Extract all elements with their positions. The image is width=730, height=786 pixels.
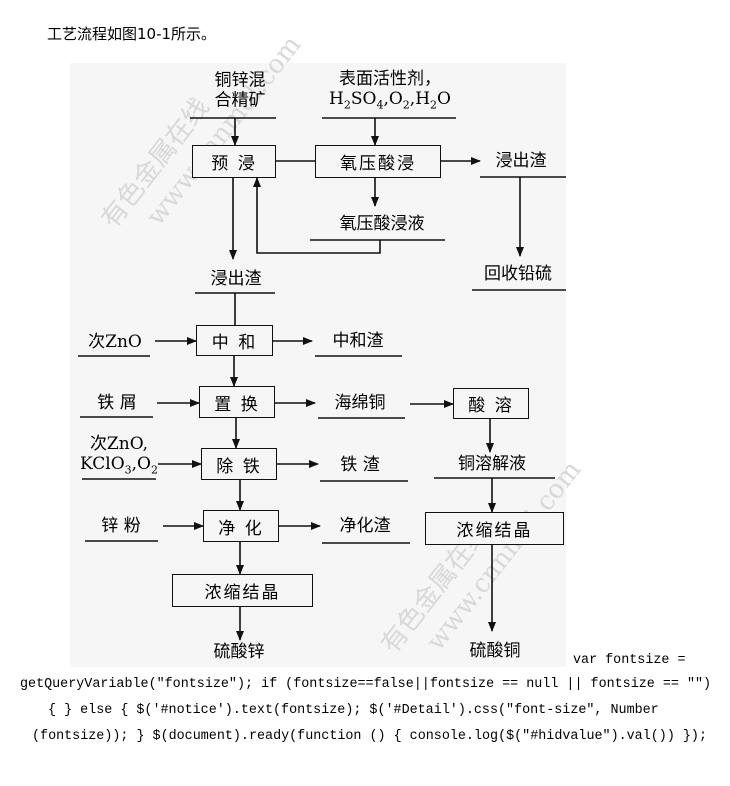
neutral-residue-label: 中和渣 — [332, 331, 384, 352]
leach-solution-label: 氧压酸浸液 — [339, 214, 425, 235]
reagents-line2: H2SO4,O2,H2O — [329, 88, 451, 112]
iron-removal-inputs-label: 次ZnO, KClO3,O2 — [80, 435, 158, 477]
acid-dissolve-box: 酸 溶 — [453, 388, 529, 419]
crystallize-left-box: 浓缩结晶 — [172, 574, 313, 607]
copper-solution-label: 铜溶解液 — [458, 454, 526, 475]
iron-residue-label: 铁 渣 — [340, 455, 380, 476]
code-text-line: var fontsize = — [573, 653, 686, 668]
purify-box: 净 化 — [203, 510, 279, 542]
feed-ore-line1: 铜锌混 — [214, 70, 266, 91]
iron-removal-inputs-line1: 次ZnO, — [89, 434, 149, 455]
zinc-powder-label: 锌 粉 — [101, 516, 141, 537]
cementation-box: 置 换 — [199, 386, 275, 418]
pre-leach-box: 预 浸 — [192, 145, 276, 178]
code-text-line: (fontsize)); } $(document).ready(functio… — [32, 729, 707, 744]
copper-sulfate-label: 硫酸铜 — [469, 641, 521, 662]
zinc-sulfate-label: 硫酸锌 — [213, 642, 265, 663]
iron-removal-box: 除 铁 — [201, 448, 277, 480]
purify-residue-label: 净化渣 — [339, 516, 391, 537]
reagents-line1: 表面活性剂， — [339, 69, 441, 90]
sponge-copper-label: 海绵铜 — [334, 393, 386, 414]
neutralize-box: 中 和 — [196, 325, 273, 356]
recover-pb-s-label: 回收铅硫 — [484, 264, 552, 285]
iron-removal-inputs-line2: KClO3,O2 — [80, 453, 158, 477]
residue-left-label: 浸出渣 — [210, 269, 262, 290]
code-text-line: { } else { $('#notice').text(fontsize); … — [48, 703, 659, 718]
reagents-label: 表面活性剂， H2SO4,O2,H2O — [329, 70, 451, 112]
oxygen-pressure-leach-box: 氧压酸浸 — [315, 145, 441, 178]
zno-input-label: 次ZnO — [88, 332, 142, 353]
residue-right-label: 浸出渣 — [495, 151, 547, 172]
code-text-line: getQueryVariable("fontsize"); if (fontsi… — [20, 677, 712, 692]
crystallize-right-box: 浓缩结晶 — [425, 512, 564, 545]
caption: 工艺流程如图10-1所示。 — [47, 25, 217, 43]
iron-scrap-label: 铁 屑 — [97, 393, 137, 414]
feed-ore-line2: 合精矿 — [214, 90, 266, 110]
feed-ore-label: 铜锌混 合精矿 — [215, 71, 266, 110]
